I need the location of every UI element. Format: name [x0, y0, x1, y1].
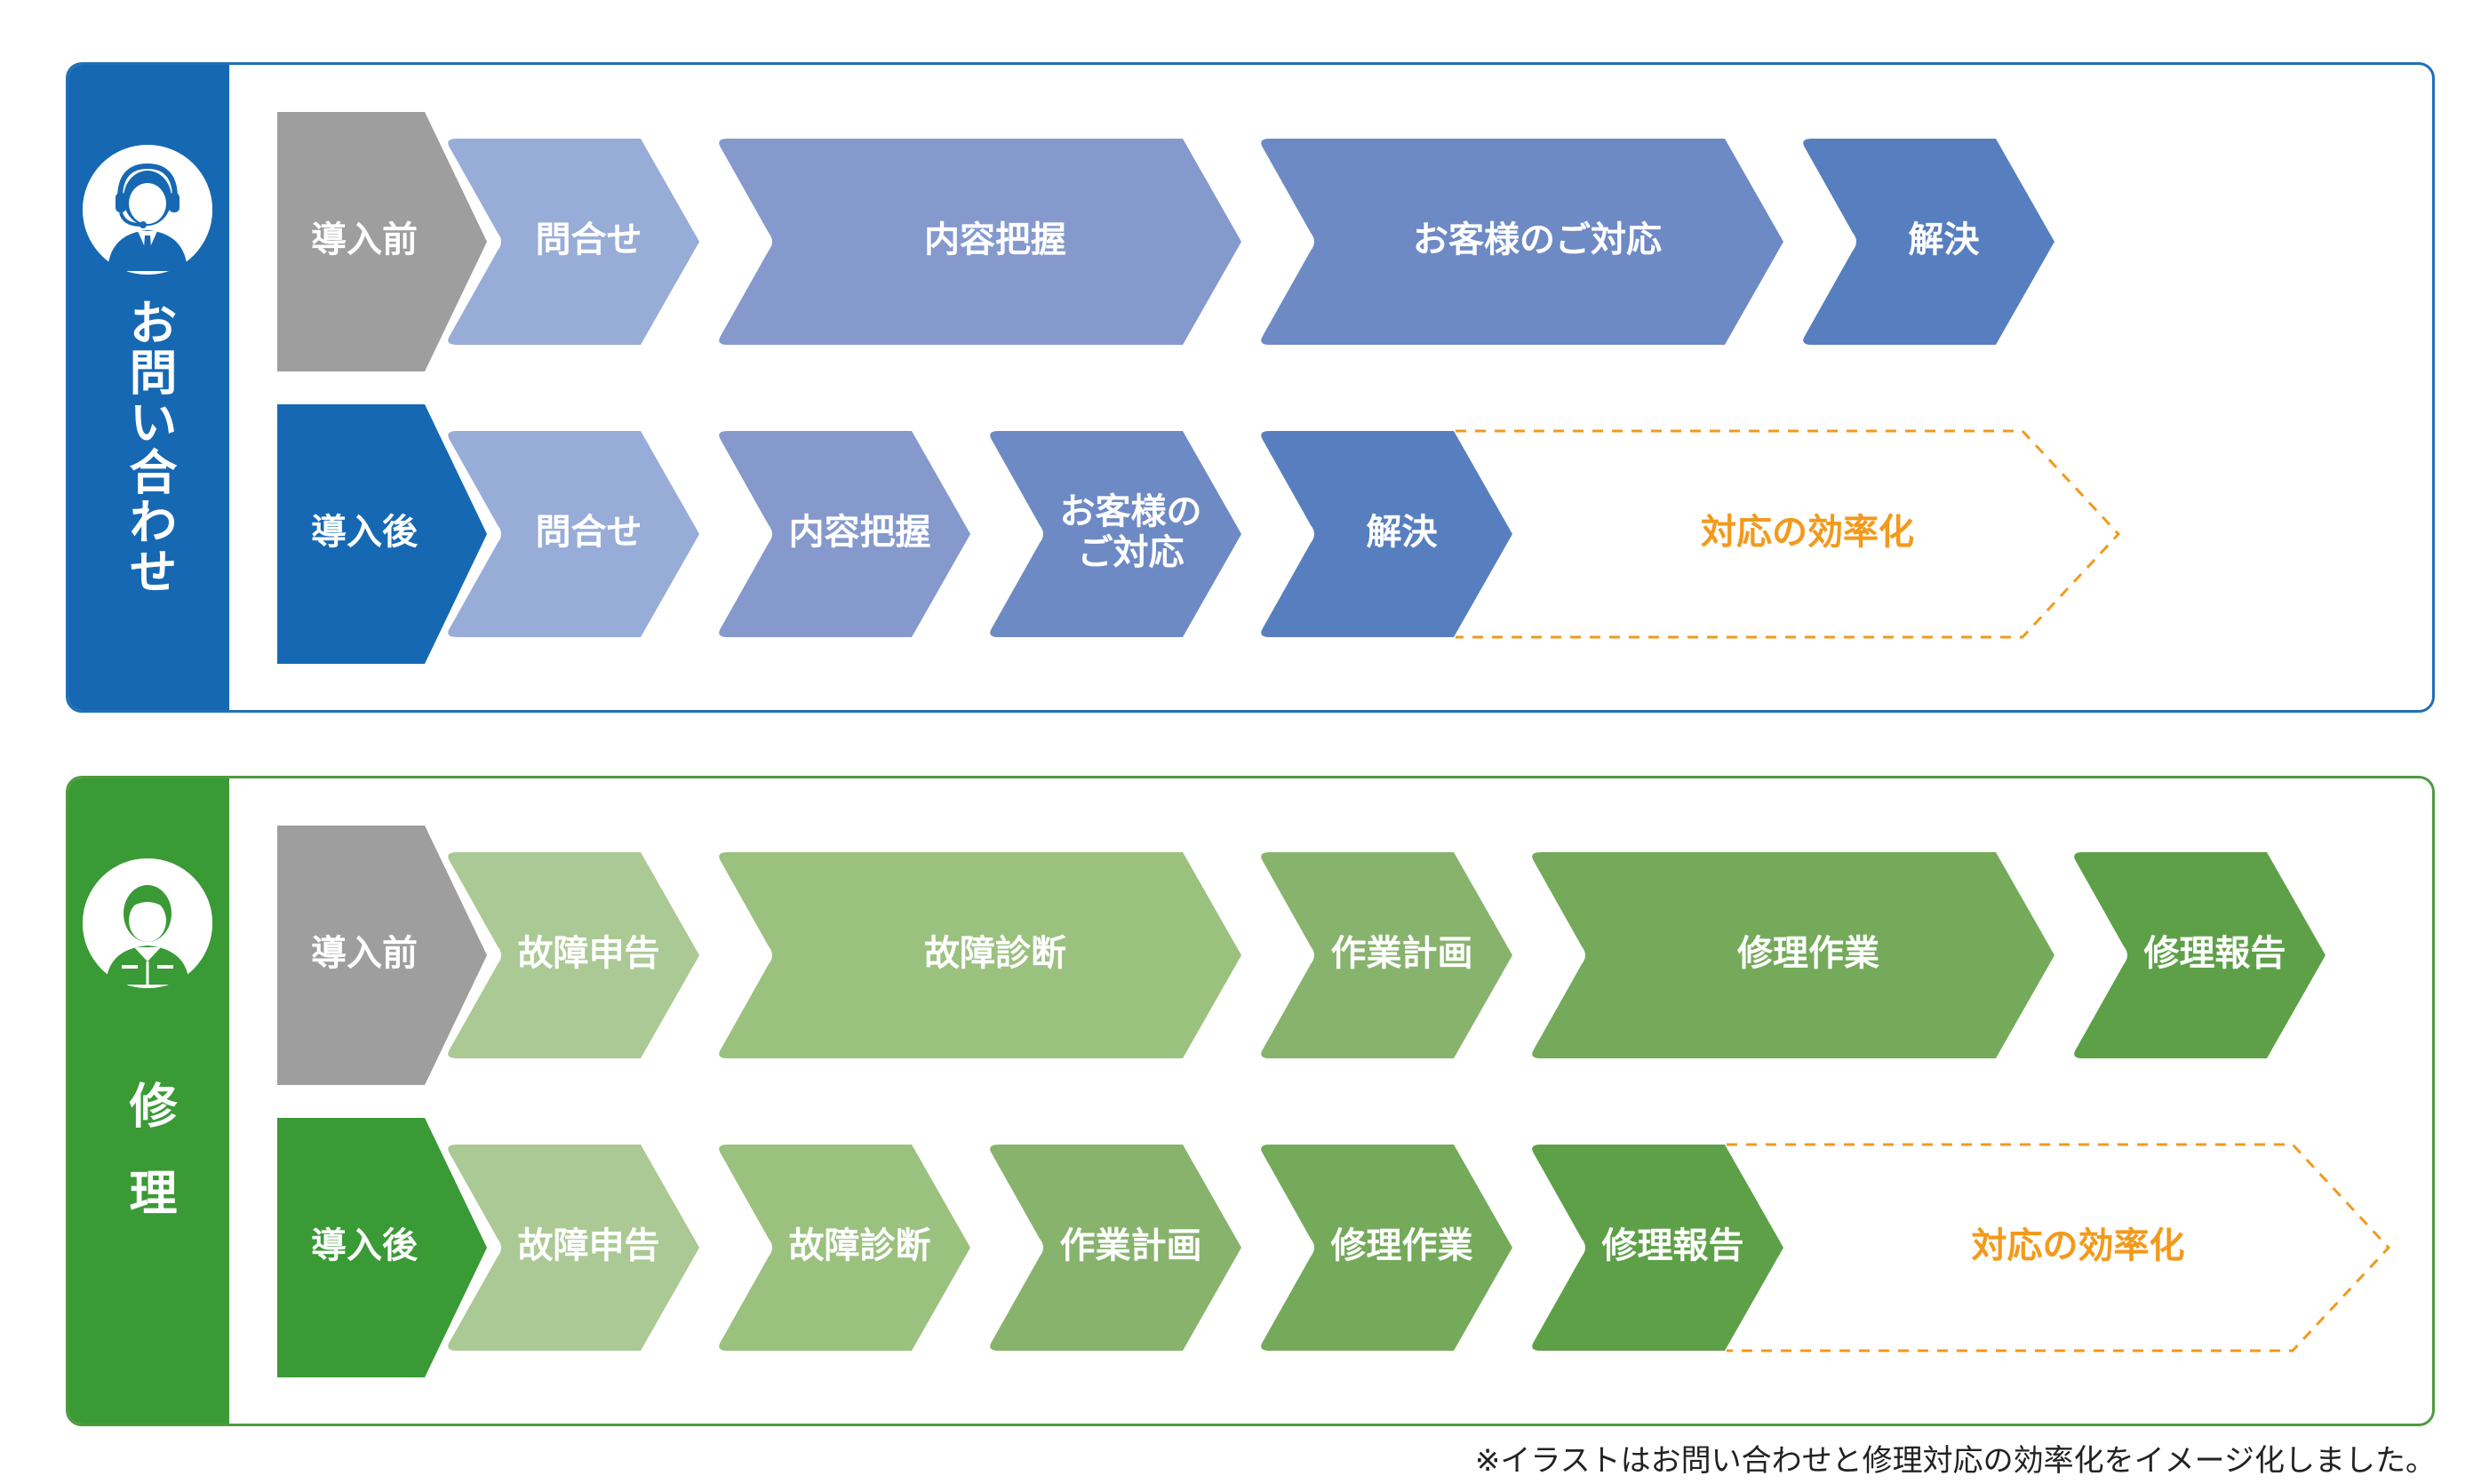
inquiry-title: お問い合わせ — [121, 298, 177, 596]
inquiry-panel: お問い合わせ — [66, 62, 2435, 713]
worker-avatar-icon — [83, 858, 212, 988]
repair-panel: 修理 — [66, 776, 2435, 1426]
headset-operator-icon — [83, 145, 212, 275]
repair-title: 修理 — [121, 1081, 177, 1255]
inquiry-sidebar: お問い合わせ — [68, 65, 229, 710]
repair-sidebar: 修理 — [68, 778, 229, 1424]
footnote: ※イラストはお問い合わせと修理対応の効率化をイメージ化しました。 — [1474, 1443, 2436, 1479]
